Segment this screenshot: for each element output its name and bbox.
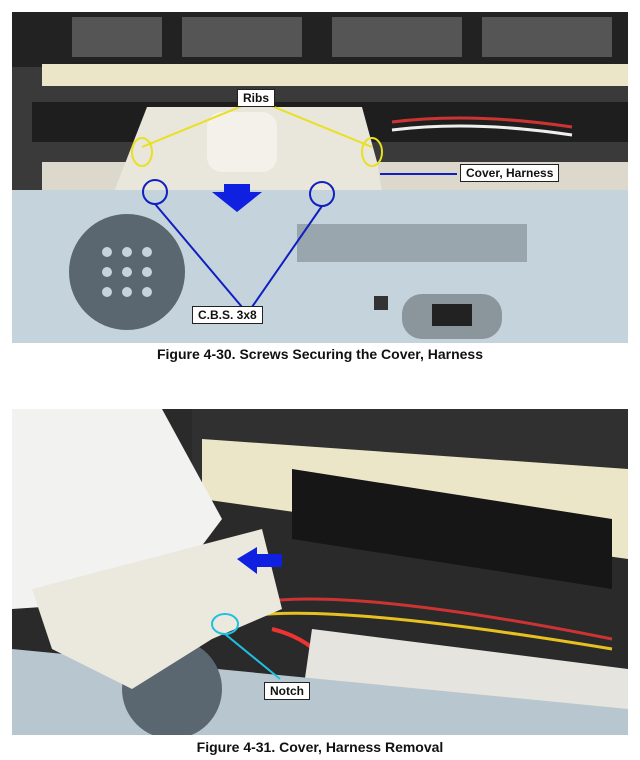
figure-4-30-photo: Ribs Cover, Harness C.B.S. 3x8 — [12, 12, 628, 343]
figure-4-30-caption: Figure 4-30. Screws Securing the Cover, … — [156, 346, 484, 362]
figure-4-31-caption: Figure 4-31. Cover, Harness Removal — [196, 739, 444, 755]
figure-4-31-photo: Notch — [12, 409, 628, 735]
cover-harness-label: Cover, Harness — [460, 164, 560, 182]
ribs-label: Ribs — [237, 89, 276, 107]
notch-label: Notch — [264, 682, 310, 700]
cover-removal-photo — [12, 409, 628, 735]
screws-label: C.B.S. 3x8 — [192, 306, 263, 324]
